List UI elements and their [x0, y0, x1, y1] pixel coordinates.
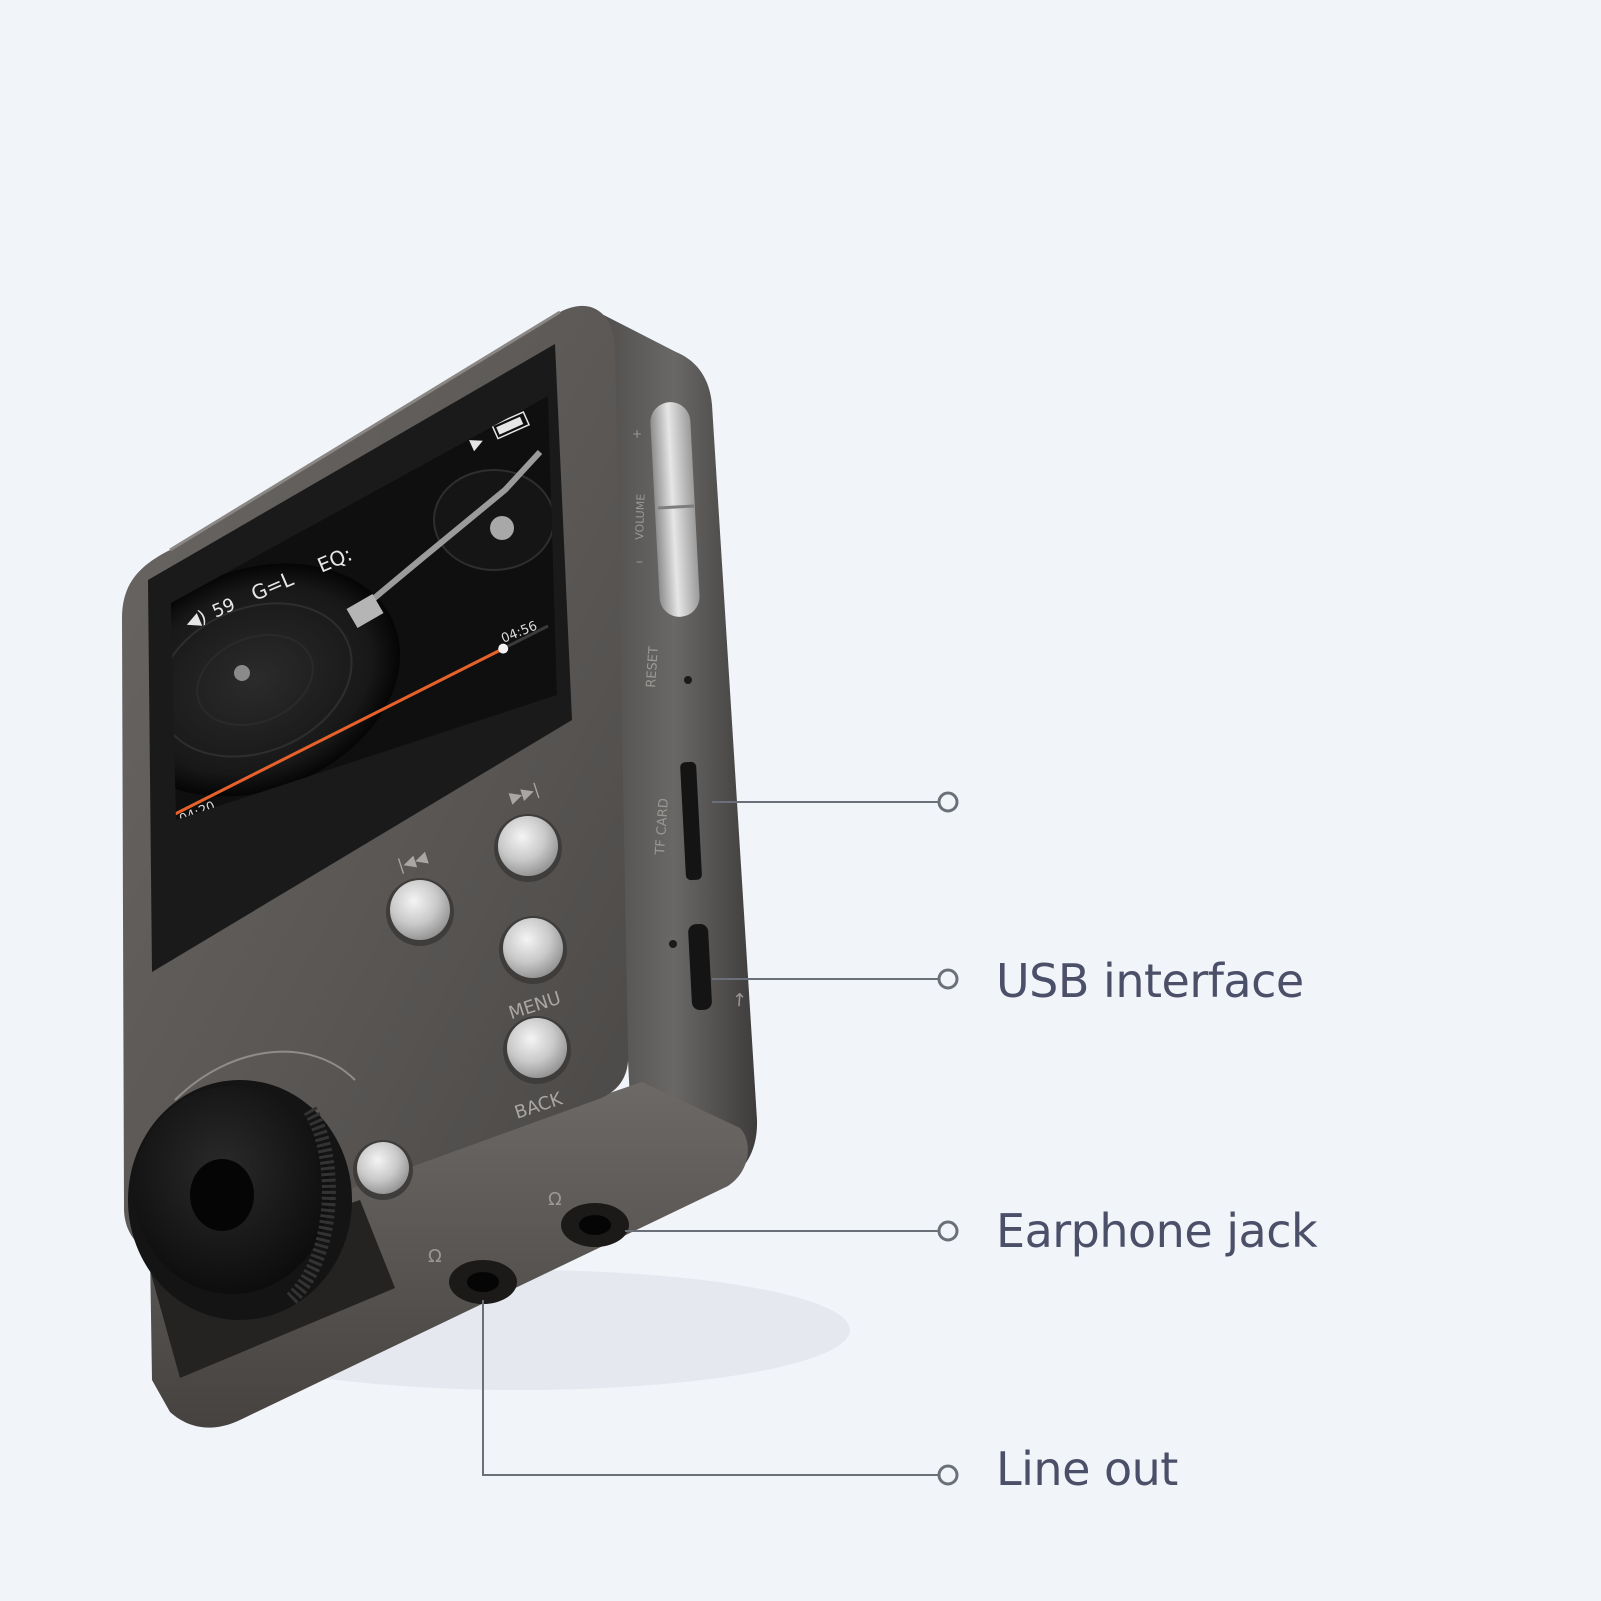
usb-symbol-icon: → [729, 992, 751, 1009]
progress-fill [174, 647, 504, 816]
callout-lines [482, 791, 959, 1486]
back-button[interactable] [503, 1016, 571, 1084]
device-bottom-face [150, 1082, 748, 1428]
front-edge-highlight [169, 310, 561, 552]
music-player-device: ◀) 59 G=L EQ: ▶ 04:20 04:56 ▶▶| [122, 305, 758, 1428]
headphone-icon: Ω [548, 1189, 562, 1210]
tf-card-callout-dot [937, 791, 959, 813]
usb-port[interactable] [688, 923, 712, 1011]
progress-knob [498, 643, 509, 654]
previous-track-button[interactable] [386, 878, 454, 946]
volume-knob[interactable] [128, 1080, 352, 1320]
volume-plus-icon: + [632, 427, 642, 441]
reset-pinhole[interactable] [684, 676, 692, 684]
display-screen: ◀) 59 G=L EQ: ▶ 04:20 04:56 [171, 396, 557, 820]
tf-card-label: TF CARD [653, 798, 672, 856]
line-out-icon: Ω [428, 1246, 442, 1267]
line-out-label: Line out [996, 1442, 1178, 1496]
battery-icon [491, 410, 531, 440]
line-out-leader-line [482, 1300, 938, 1476]
reset-label: RESET [644, 646, 662, 689]
usb-indicator-dot [669, 940, 677, 948]
volume-rocker-label: VOLUME [633, 494, 648, 541]
usb-interface-label: USB interface [996, 954, 1304, 1008]
earphone-callout-dot [937, 1220, 959, 1242]
earphone-jack[interactable] [561, 1203, 629, 1247]
volume-minus-icon: – [636, 554, 643, 570]
line-out-jack[interactable] [449, 1260, 517, 1304]
tonearm [370, 449, 543, 603]
usb-callout-dot [937, 968, 959, 990]
earphone-jack-label: Earphone jack [996, 1204, 1318, 1258]
power-button[interactable] [353, 1140, 413, 1200]
device-side-face [590, 308, 758, 1208]
knob-arc-indicator [174, 1050, 356, 1101]
line-out-callout-dot [937, 1464, 959, 1486]
next-track-button[interactable] [494, 814, 562, 882]
menu-button[interactable] [499, 916, 567, 984]
volume-rocker[interactable] [649, 401, 700, 618]
tf-card-slot[interactable] [680, 761, 702, 881]
